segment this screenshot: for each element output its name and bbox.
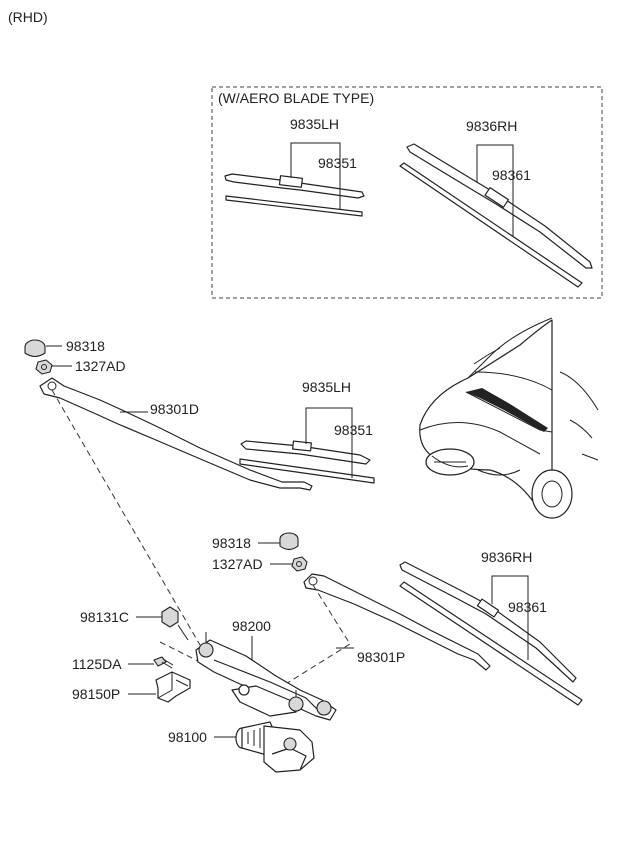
- aero-rh-leader: [476, 144, 514, 236]
- aero-lh-blade[interactable]: [224, 173, 365, 199]
- bracket-label: 98150P: [72, 686, 120, 702]
- car-illustration: [419, 317, 599, 519]
- cap-lower[interactable]: [279, 532, 299, 551]
- bolt[interactable]: [153, 656, 174, 669]
- aero-rh-refill[interactable]: [399, 162, 583, 288]
- aero-lh-refill-label: 98351: [318, 155, 357, 171]
- aero-lh-leader: [290, 142, 341, 210]
- centerline-bolt: [159, 641, 201, 663]
- arm-lh[interactable]: [39, 377, 313, 491]
- rh-blade-label: 9836RH: [481, 549, 532, 565]
- cap-upper[interactable]: [24, 339, 46, 358]
- variant-note: (RHD): [8, 9, 48, 25]
- aero-lh-refill[interactable]: [225, 195, 363, 217]
- arm-rh[interactable]: [303, 573, 491, 671]
- aero-rh-blade[interactable]: [406, 143, 593, 269]
- motor-label: 98100: [168, 729, 207, 745]
- aero-blade-box: (W/AERO BLADE TYPE) 9835LH 98351 9836RH …: [211, 86, 603, 299]
- centerline-lh: [51, 389, 201, 646]
- aero-rh-refill-label: 98361: [492, 167, 531, 183]
- centerline-rh: [259, 584, 351, 701]
- rh-blade[interactable]: [399, 561, 577, 683]
- arm-lh-label: 98301D: [150, 401, 199, 417]
- cap-lower-label: 98318: [212, 535, 251, 551]
- motor[interactable]: [235, 721, 315, 773]
- pivot-cap[interactable]: [161, 606, 179, 628]
- lh-blade-label: 9835LH: [302, 379, 351, 395]
- linkage[interactable]: [195, 632, 337, 721]
- lh-refill[interactable]: [239, 458, 375, 484]
- pivot-cap-label: 98131C: [80, 609, 129, 625]
- pivot-cap-line: [177, 624, 189, 641]
- nut-upper-label: 1327AD: [75, 358, 126, 374]
- nut-lower-label: 1327AD: [212, 556, 263, 572]
- aero-lh-blade-label: 9835LH: [290, 116, 339, 132]
- cap-upper-label: 98318: [66, 338, 105, 354]
- rh-refill[interactable]: [399, 581, 583, 706]
- aero-box-frame: [211, 86, 603, 299]
- bracket[interactable]: [155, 671, 191, 703]
- rh-blade-leader: [491, 575, 529, 660]
- lh-blade[interactable]: [240, 440, 371, 465]
- linkage-label: 98200: [232, 618, 271, 634]
- aero-box-title: (W/AERO BLADE TYPE): [218, 90, 374, 106]
- nut-lower[interactable]: [291, 556, 308, 572]
- aero-rh-blade-label: 9836RH: [466, 118, 517, 134]
- arm-rh-label: 98301P: [357, 649, 405, 665]
- lh-blade-leader: [305, 407, 353, 478]
- bolt-label: 1125DA: [72, 656, 122, 672]
- nut-upper[interactable]: [35, 359, 53, 375]
- lh-refill-label: 98351: [334, 422, 373, 438]
